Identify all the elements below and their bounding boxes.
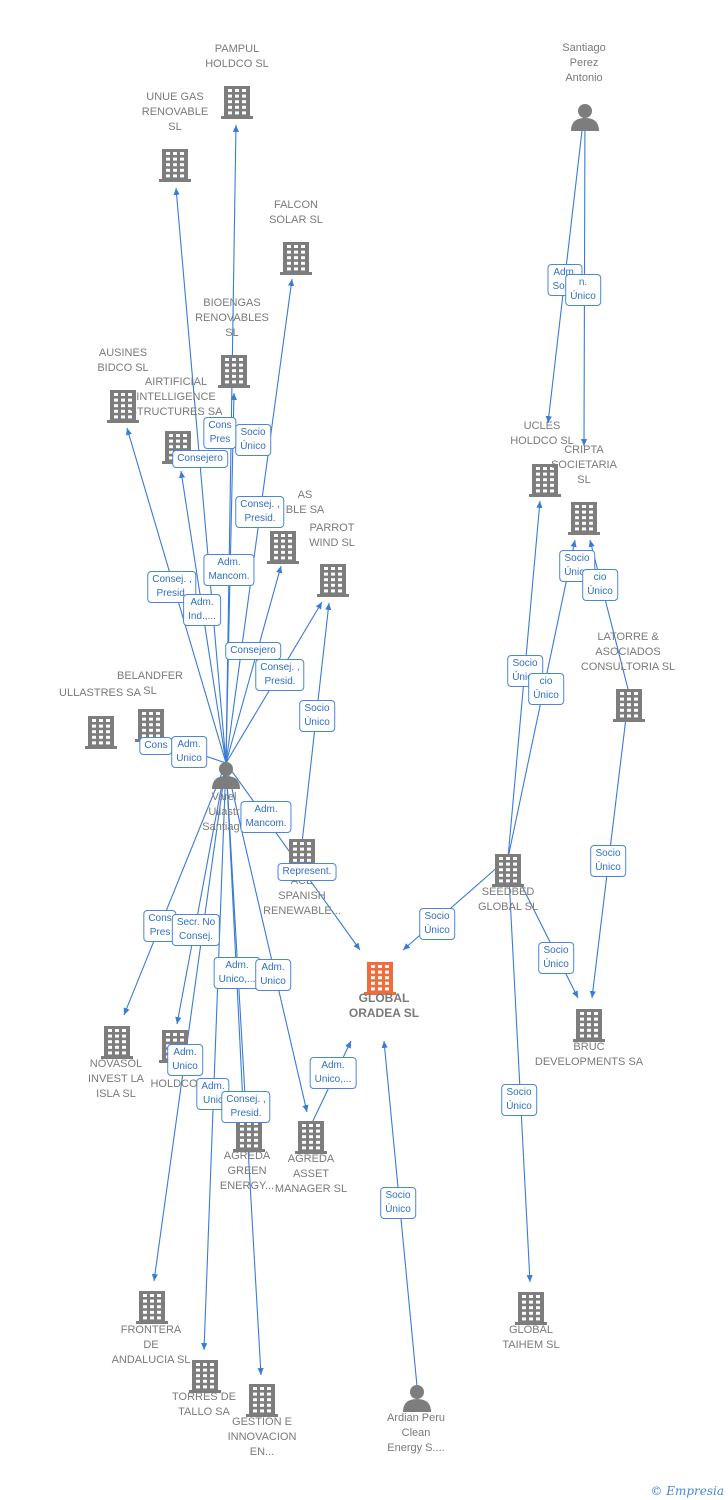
edge-seedbed-global_taihem bbox=[507, 857, 533, 1283]
node-label[interactable]: BRUC DEVELOPMENTS SA bbox=[534, 1041, 644, 1068]
node-label[interactable]: BIOENGAS RENOVABLES SL bbox=[195, 297, 269, 339]
person-icon[interactable] bbox=[571, 104, 599, 131]
edge-label[interactable]: Adm. Mancom. bbox=[203, 554, 255, 586]
edge-label[interactable]: Cons Pres bbox=[203, 417, 237, 449]
node-label[interactable]: UNUE GAS RENOVABLE SL bbox=[141, 91, 209, 133]
edge-label[interactable]: Adm. Unico,... bbox=[213, 957, 261, 989]
building-icon[interactable] bbox=[221, 86, 253, 119]
edge-varela-frontera bbox=[151, 762, 227, 1282]
building-icon[interactable] bbox=[246, 1384, 278, 1417]
edge-label[interactable]: Socio Único bbox=[380, 1187, 416, 1219]
node-label[interactable]: PARROT WIND SL bbox=[309, 522, 355, 549]
building-icon[interactable] bbox=[218, 355, 250, 388]
node-label[interactable]: AGREDA GREEN ENERGY... bbox=[219, 1150, 275, 1192]
building-icon[interactable] bbox=[233, 1119, 265, 1152]
edge-label[interactable]: Consejero bbox=[225, 642, 281, 660]
edge-label[interactable]: Consej. , Presid. bbox=[255, 659, 305, 691]
edge-label[interactable]: cio Único bbox=[582, 569, 618, 601]
node-label[interactable]: LATORRE & ASOCIADOS CONSULTORIA SL bbox=[580, 631, 676, 673]
edge-label[interactable]: Adm. Ind.,... bbox=[183, 594, 221, 626]
node-label[interactable]: Ardian Peru Clean Energy S.... bbox=[386, 1412, 446, 1454]
edge-label[interactable]: n. Único bbox=[565, 274, 601, 306]
edge-label[interactable]: Consej. , Presid. bbox=[221, 1091, 271, 1123]
edge-latorre-cripta bbox=[588, 539, 630, 694]
building-icon[interactable] bbox=[529, 464, 561, 497]
node-label[interactable]: FALCON SOLAR SL bbox=[269, 199, 323, 226]
edge-varela-torres bbox=[201, 762, 227, 1351]
person-icon[interactable] bbox=[403, 1385, 431, 1412]
edge-label[interactable]: cio Único bbox=[528, 673, 564, 705]
building-icon[interactable] bbox=[101, 1026, 133, 1059]
node-label[interactable]: FRONTERA DE ANDALUCIA SL bbox=[111, 1324, 191, 1366]
node-label[interactable]: BELANDFER SL bbox=[116, 670, 184, 697]
node-label[interactable]: AUSINES BIDCO SL bbox=[97, 347, 149, 374]
node-label[interactable]: UCLES HOLDCO SL bbox=[510, 420, 574, 447]
edge-label[interactable]: Adm. Unico bbox=[171, 736, 207, 768]
building-icon[interactable] bbox=[267, 531, 299, 564]
node-label[interactable]: CRIPTA SOCIETARIA SL bbox=[551, 444, 617, 486]
building-icon[interactable] bbox=[317, 564, 349, 597]
building-icon[interactable] bbox=[568, 502, 600, 535]
edge-label[interactable]: Socio Único bbox=[235, 424, 271, 456]
edge-label[interactable]: Socio Único bbox=[501, 1084, 537, 1116]
node-label[interactable]: ULLASTRES SA bbox=[59, 687, 141, 699]
building-icon[interactable] bbox=[295, 1121, 327, 1154]
edge-label[interactable]: Consej. , Presid. bbox=[235, 496, 285, 528]
node-label[interactable]: TORRES DE TALLO SA bbox=[172, 1391, 236, 1418]
node-label[interactable]: GESTION E INNOVACION EN... bbox=[227, 1416, 297, 1458]
building-icon[interactable] bbox=[107, 390, 139, 423]
building-icon[interactable] bbox=[573, 1009, 605, 1042]
edge-label[interactable]: Socio Único bbox=[590, 845, 626, 877]
edge-label[interactable]: Socio Único bbox=[538, 942, 574, 974]
person-icon[interactable] bbox=[212, 762, 240, 789]
node-label[interactable]: AIRTIFICIAL INTELLIGENCE STRUCTURES SA bbox=[129, 376, 223, 418]
node-label[interactable]: AGREDA ASSET MANAGER SL bbox=[274, 1153, 348, 1195]
edge-label[interactable]: Socio Único bbox=[299, 700, 335, 732]
node-label[interactable]: SEEDBED GLOBAL SL bbox=[477, 886, 539, 913]
node-label[interactable]: GLOBAL ORADEA SL bbox=[348, 991, 420, 1020]
edge-label[interactable]: Represent. bbox=[277, 863, 337, 881]
edge-varela-novasol bbox=[123, 762, 227, 1016]
building-icon[interactable] bbox=[136, 1291, 168, 1324]
edge-varela-agreda_asset bbox=[225, 762, 309, 1113]
edge-label[interactable]: Adm. Unico,... bbox=[309, 1057, 357, 1089]
building-icon[interactable] bbox=[189, 1360, 221, 1393]
building-icon[interactable] bbox=[492, 854, 524, 887]
edge-label[interactable]: Consej. , Presid. bbox=[147, 571, 197, 603]
building-icon[interactable] bbox=[364, 962, 396, 995]
edge-label[interactable]: Consejero bbox=[172, 450, 228, 468]
edge-varela-gestion bbox=[225, 762, 264, 1376]
edge-varela-unue bbox=[173, 187, 227, 764]
edge-label[interactable]: Cons bbox=[139, 737, 173, 755]
edge-label[interactable]: Cons Pres bbox=[143, 910, 177, 942]
node-label[interactable]: NOVASOL INVEST LA ISLA SL bbox=[87, 1058, 145, 1100]
node-label[interactable]: PAMPUL HOLDCO SL bbox=[205, 43, 269, 70]
building-icon[interactable] bbox=[159, 149, 191, 182]
edge-label[interactable]: Adm. Unico bbox=[167, 1044, 203, 1076]
building-icon[interactable] bbox=[613, 689, 645, 722]
edge-label[interactable]: Adm. Unico bbox=[255, 959, 291, 991]
empresia-credit: © Empresia bbox=[650, 1484, 724, 1498]
edge-label[interactable]: Adm. Mancom. bbox=[240, 801, 292, 833]
edge-varela-pa_holdco bbox=[175, 762, 227, 1025]
node-label[interactable]: Varel Ullastr Santiago bbox=[202, 791, 246, 833]
edge-label[interactable]: Secr. No Consej. bbox=[171, 914, 221, 946]
edge-varela-gas_renov bbox=[225, 565, 283, 764]
building-icon[interactable] bbox=[280, 242, 312, 275]
edge-label[interactable]: Socio Único bbox=[419, 908, 455, 940]
node-label[interactable]: GLOBAL TAIHEM SL bbox=[502, 1324, 560, 1351]
building-icon[interactable] bbox=[85, 716, 117, 749]
node-label[interactable]: AS BLE SA bbox=[285, 489, 325, 516]
node-label[interactable]: Santiago Perez Antonio bbox=[562, 42, 606, 84]
building-icon[interactable] bbox=[515, 1292, 547, 1325]
